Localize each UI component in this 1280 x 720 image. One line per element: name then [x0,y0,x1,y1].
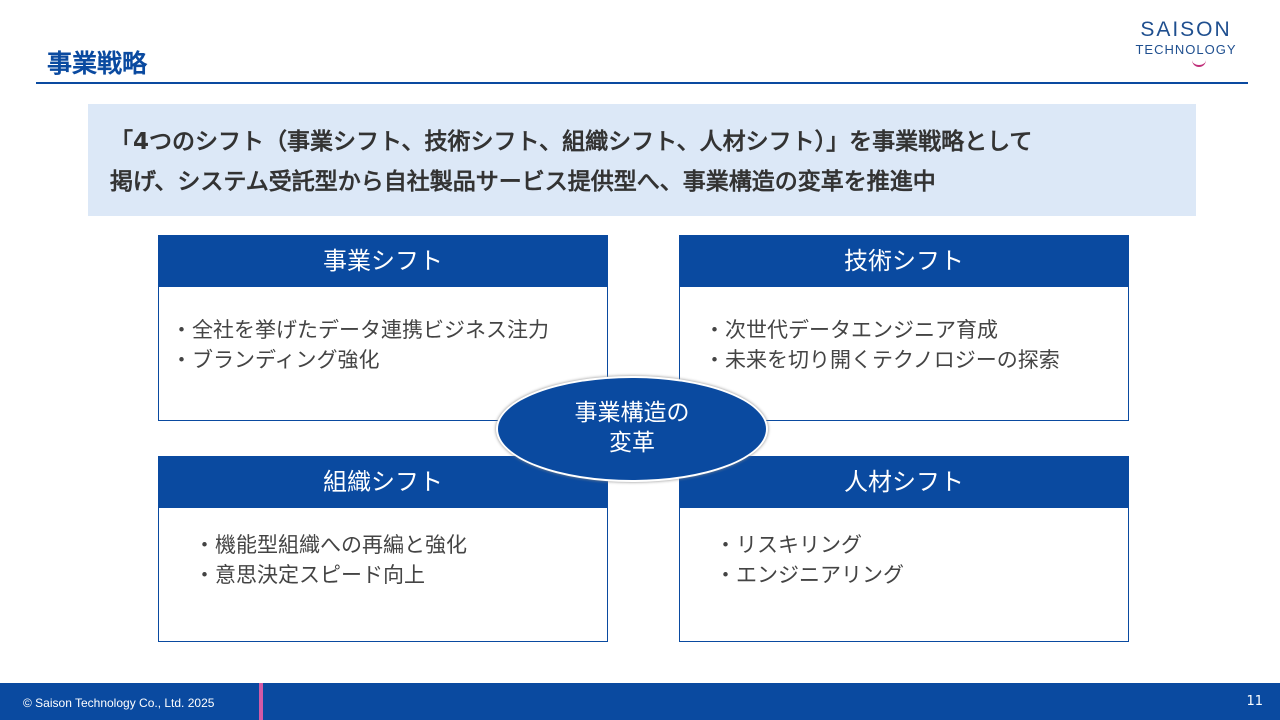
logo-smile-icon [1192,60,1206,67]
copyright: © Saison Technology Co., Ltd. 2025 [23,696,215,710]
shift-title: 技術シフト [680,236,1128,287]
lead-line: 「4つのシフト（事業シフト、技術シフト、組織シフト、人材シフト）」を事業戦略とし… [110,129,1033,155]
company-logo: SAISON TECHNOLOGY [1130,18,1242,67]
footer: © Saison Technology Co., Ltd. 2025 11 [0,683,1280,720]
footer-accent-bar [259,683,263,720]
lead-line: 掲げ、システム受託型から自社製品サービス提供型へ、事業構造の変革を推進中 [110,169,936,195]
shift-item: ・次世代データエンジニア育成 [704,318,998,342]
shift-item: ・意思決定スピード向上 [194,563,425,587]
center-line: 事業構造の [574,400,690,426]
shift-box-organization: 組織シフト ・機能型組織への再編と強化・意思決定スピード向上 [158,456,608,642]
center-ellipse: 事業構造の 変革 [496,376,768,482]
shift-item: ・全社を挙げたデータ連携ビジネス注力 [171,318,549,342]
shift-item: ・ブランディング強化 [171,348,380,372]
lead-statement: 「4つのシフト（事業シフト、技術シフト、組織シフト、人材シフト）」を事業戦略とし… [88,104,1196,216]
shift-box-technology: 技術シフト ・次世代データエンジニア育成・未来を切り開くテクノロジーの探索 [679,235,1129,421]
shift-title: 人材シフト [680,457,1128,508]
center-line: 変革 [609,430,655,456]
shift-item: ・未来を切り開くテクノロジーの探索 [704,348,1060,372]
title-divider [36,82,1248,84]
logo-line1: SAISON [1140,18,1232,41]
shift-item: ・リスキリング [715,533,862,557]
shift-item: ・エンジニアリング [715,563,904,587]
shift-title: 事業シフト [159,236,607,287]
shift-box-talent: 人材シフト ・リスキリング・エンジニアリング [679,456,1129,642]
page-number: 11 [1246,694,1263,709]
shift-title: 組織シフト [159,457,607,508]
page-title: 事業戦略 [47,49,148,78]
shift-item: ・機能型組織への再編と強化 [194,533,467,557]
logo-line2: TECHNOLOGY [1135,42,1237,57]
shift-box-business: 事業シフト ・全社を挙げたデータ連携ビジネス注力・ブランディング強化 [158,235,608,421]
